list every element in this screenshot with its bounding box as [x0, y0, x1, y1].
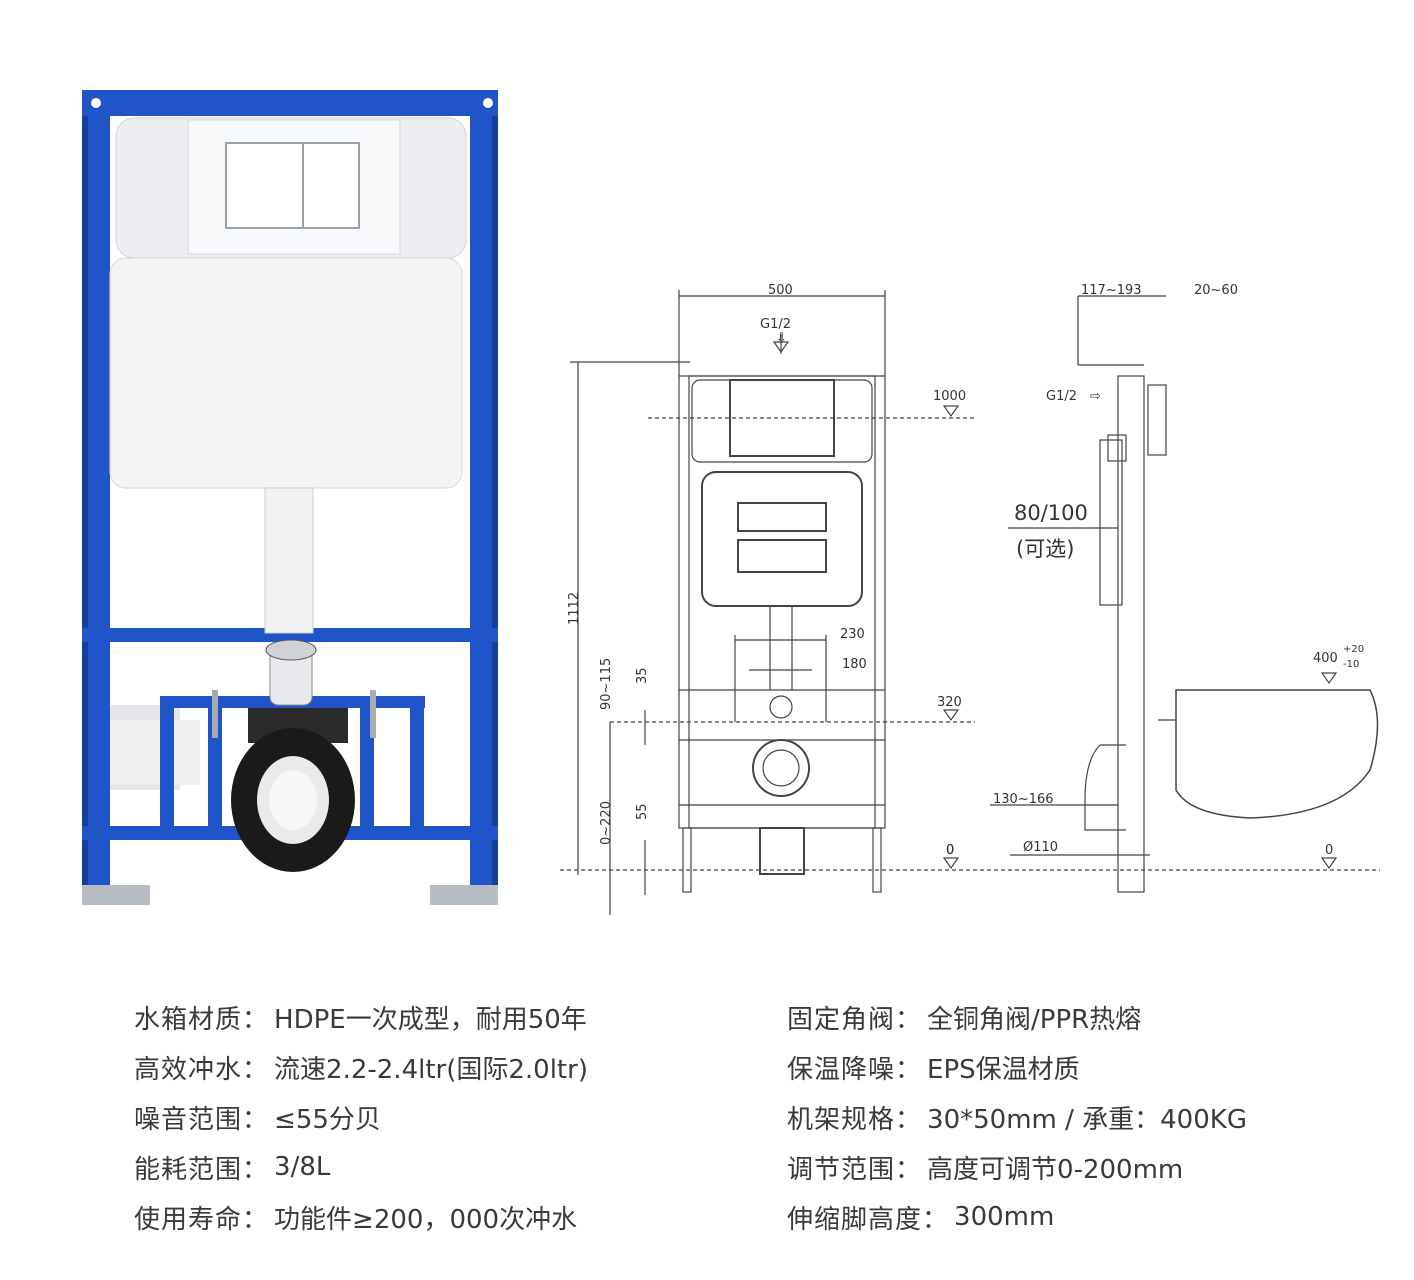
- front-frame: [678, 375, 886, 829]
- spec-row: 固定角阀：全铜角阀/PPR热熔: [787, 1004, 1142, 1035]
- spec-row: 调节范围：高度可调节0-200mm: [787, 1154, 1184, 1185]
- product-photo: [82, 90, 498, 905]
- dim-side-depth: 117~193: [1081, 283, 1142, 298]
- dim-side-pipe-note: (可选): [1016, 537, 1074, 561]
- arrow-right-icon: ⇨: [1090, 389, 1101, 404]
- spec-column-left: 水箱材质：HDPE一次成型，耐用50年 高效冲水：流速2.2-2.4ltr(国际…: [134, 992, 588, 1242]
- dim-side-pipe: 80/100: [1014, 501, 1088, 525]
- dim-0-220: 0~220: [599, 801, 614, 845]
- spec-row: 使用寿命：功能件≥200，000次冲水: [134, 1204, 578, 1235]
- dim-bowl-height: 400: [1313, 651, 1338, 666]
- spec-row: 水箱材质：HDPE一次成型，耐用50年: [134, 1004, 587, 1035]
- dim-130-166: 130~166: [993, 792, 1054, 807]
- dim-level-0-right: 0: [1325, 843, 1333, 858]
- dim-level-0-front: 0: [946, 843, 954, 858]
- arrow-down-icon: ⇩: [776, 331, 787, 346]
- dim-90-115: 90~115: [599, 658, 614, 710]
- dim-level-0-side: 0: [946, 843, 954, 858]
- dim-180: 180: [842, 657, 867, 672]
- frame-foot-left: [82, 885, 150, 905]
- flush-button-right: [302, 142, 360, 229]
- spec-column-right: 固定角阀：全铜角阀/PPR热熔 保温降噪：EPS保温材质 机架规格：30*50m…: [787, 992, 1247, 1242]
- dim-55: 55: [635, 803, 650, 820]
- dim-inlet-front: G1/2: [760, 317, 791, 332]
- flush-pipe: [264, 487, 314, 634]
- dim-level-1000: 1000: [933, 389, 966, 404]
- dim-level-320: 320: [937, 695, 962, 710]
- dim-bowl-tol-plus: +20: [1343, 644, 1364, 655]
- dim-width: 500: [768, 283, 793, 298]
- front-cistern: [691, 379, 873, 463]
- dim-side-inlet: G1/2: [1046, 389, 1077, 404]
- drain-pipe-bg-2: [110, 720, 200, 785]
- dim-1112: 1112: [567, 592, 582, 625]
- frame-top-bar: [82, 90, 498, 116]
- spec-row: 机架规格：30*50mm / 承重：400KG: [787, 1104, 1247, 1135]
- spec-list: 水箱材质：HDPE一次成型，耐用50年 高效冲水：流速2.2-2.4ltr(国际…: [0, 992, 1414, 1262]
- dim-bowl-tol-minus: -10: [1343, 659, 1359, 670]
- frame-cross-bar: [82, 628, 498, 642]
- dim-side-wall: 20~60: [1194, 283, 1238, 298]
- side-frame: [1117, 375, 1145, 893]
- spec-row: 伸缩脚高度：300mm: [787, 1202, 1055, 1235]
- dim-110: Ø110: [1023, 840, 1058, 855]
- side-toilet-bowl: [1175, 689, 1379, 819]
- spec-row: 保温降噪：EPS保温材质: [787, 1054, 1080, 1085]
- spec-row: 高效冲水：流速2.2-2.4ltr(国际2.0ltr): [134, 1054, 588, 1085]
- frame-foot-right: [430, 885, 498, 905]
- technical-drawing: 500 G1/2 1000 320 0 230 180 1112 35 90~1…: [560, 283, 1380, 915]
- dim-230: 230: [840, 627, 865, 642]
- spec-row: 噪音范围：≤55分贝: [134, 1104, 381, 1135]
- dim-35: 35: [635, 667, 650, 684]
- spec-row: 能耗范围：3/8L: [134, 1152, 331, 1185]
- front-flush-plate: [701, 471, 863, 607]
